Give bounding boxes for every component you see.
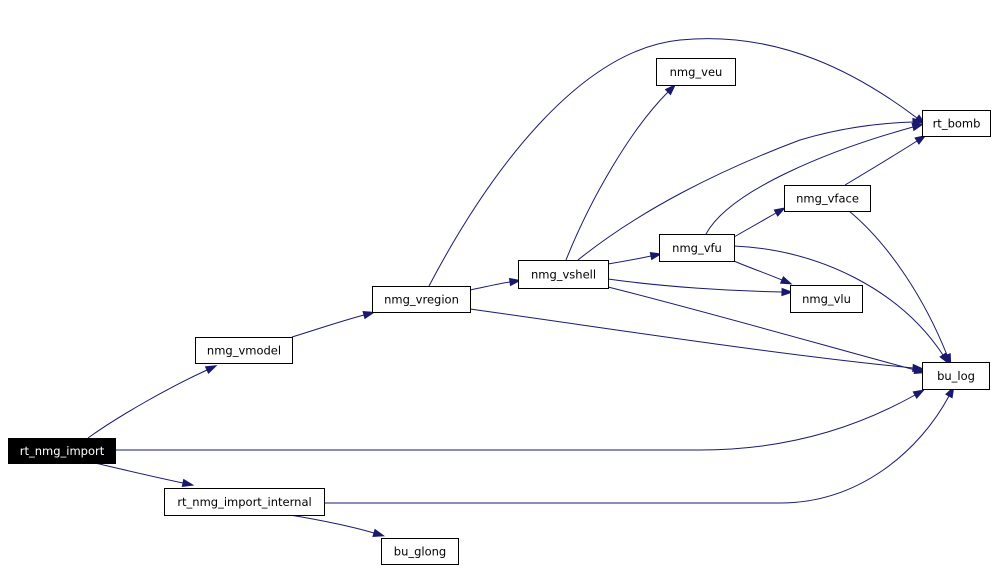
edge-nmg_vshell-to-nmg_veu: [565, 83, 677, 261]
node-nmg-vshell[interactable]: nmg_vshell: [518, 260, 609, 289]
edge-rt_nmg_import_internal-to-bu_log: [324, 385, 955, 504]
node-bu-log[interactable]: bu_log: [922, 362, 990, 390]
node-label: nmg_vshell: [531, 268, 596, 282]
node-bu-glong[interactable]: bu_glong: [381, 538, 459, 565]
edge-line: [115, 394, 916, 451]
edge-nmg_vshell-to-nmg_vlu: [607, 278, 794, 297]
edge-line: [289, 514, 375, 534]
arrowhead-icon: [362, 311, 376, 320]
node-label: rt_nmg_import: [20, 444, 105, 458]
edge-nmg_vshell-to-nmg_vfu: [607, 252, 663, 265]
node-label: nmg_vface: [796, 192, 859, 206]
edge-line: [428, 38, 918, 287]
edge-rt_nmg_import-to-nmg_vmodel: [87, 365, 218, 439]
edge-line: [324, 395, 950, 504]
node-label: nmg_vregion: [384, 293, 459, 307]
edge-nmg_vregion-to-bu_log: [469, 308, 925, 373]
edge-rt_nmg_import-to-bu_log: [115, 389, 926, 451]
node-label: rt_nmg_import_internal: [177, 495, 311, 509]
edge-line: [607, 255, 652, 265]
node-label: nmg_vlu: [802, 292, 851, 306]
edge-line: [291, 314, 365, 338]
node-box: [372, 286, 471, 313]
node-nmg-veu[interactable]: nmg_veu: [656, 58, 736, 86]
edge-line: [94, 462, 184, 484]
arrowhead-icon: [649, 252, 663, 261]
arrowhead-icon: [912, 389, 926, 399]
arrowhead-icon: [911, 123, 925, 132]
arrowhead-icon: [664, 83, 677, 96]
node-label: nmg_vmodel: [207, 344, 281, 358]
node-nmg-vmodel[interactable]: nmg_vmodel: [195, 337, 293, 364]
edge-line: [577, 121, 914, 261]
node-nmg-vlu[interactable]: nmg_vlu: [790, 285, 863, 313]
edge-line: [469, 281, 511, 291]
node-label: bu_log: [937, 369, 975, 383]
node-label: nmg_vfu: [672, 241, 722, 255]
arrowhead-icon: [942, 352, 952, 366]
arrowhead-icon: [508, 277, 522, 287]
edge-nmg_vfu-to-nmg_vface: [733, 207, 787, 238]
node-nmg-vregion[interactable]: nmg_vregion: [372, 286, 471, 313]
edge-nmg_vface-to-rt_bomb: [844, 134, 927, 186]
node-box: [8, 438, 116, 464]
edge-line: [733, 245, 944, 356]
node-label: bu_glong: [394, 545, 446, 559]
edge-line: [565, 91, 669, 261]
arrowhead-icon: [773, 207, 787, 217]
node-box: [784, 185, 871, 212]
nodes-layer: rt_nmg_import nmg_vmodel nmg_vregion nmg_vs…: [8, 58, 991, 565]
node-nmg-vfu[interactable]: nmg_vfu: [659, 234, 735, 262]
edge-line: [469, 308, 914, 369]
node-box: [790, 285, 863, 313]
node-label: nmg_veu: [670, 65, 723, 79]
edge-nmg_vfu-to-nmg_vlu: [733, 260, 793, 285]
arrowhead-icon: [779, 275, 793, 285]
node-box: [656, 58, 736, 86]
node-label: rt_bomb: [933, 117, 981, 131]
edge-line: [607, 286, 916, 371]
edge-line: [848, 210, 948, 356]
edge-line: [733, 260, 783, 281]
arrowhead-icon: [781, 287, 794, 297]
edge-nmg_vregion-to-nmg_vshell: [469, 277, 522, 291]
edge-line: [87, 369, 208, 439]
edge-nmg_vmodel-to-nmg_vregion: [291, 311, 376, 338]
arrowhead-icon: [914, 134, 927, 145]
node-box: [922, 362, 990, 390]
node-box: [164, 488, 325, 516]
node-box: [659, 234, 735, 262]
edge-rt_nmg_import_internal-to-bu_glong: [289, 514, 386, 537]
arrowhead-icon: [181, 478, 195, 487]
node-box: [381, 538, 459, 565]
node-rt-bomb[interactable]: rt_bomb: [922, 110, 991, 137]
edge-line: [844, 140, 918, 186]
edge-nmg_vshell-to-bu_log: [607, 286, 927, 374]
node-box: [922, 110, 991, 137]
node-box: [518, 260, 609, 289]
edge-line: [607, 278, 783, 293]
node-nmg-vface[interactable]: nmg_vface: [784, 185, 871, 212]
node-box: [195, 337, 293, 364]
edge-nmg_vface-to-bu_log: [848, 210, 952, 366]
arrowhead-icon: [204, 365, 218, 375]
edge-nmg_vfu-to-rt_bomb: [705, 123, 925, 235]
edge-rt_nmg_import-to-rt_nmg_import_internal: [94, 462, 195, 487]
node-rt-nmg-import[interactable]: rt_nmg_import: [8, 438, 116, 464]
node-rt-nmg-import-internal[interactable]: rt_nmg_import_internal: [164, 488, 325, 516]
edge-line: [733, 212, 777, 238]
edge-line: [705, 126, 914, 235]
edges-layer: [87, 38, 955, 537]
arrowhead-icon: [372, 528, 386, 537]
